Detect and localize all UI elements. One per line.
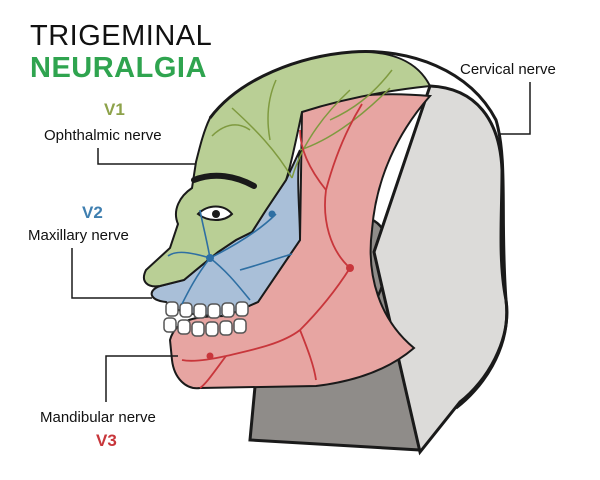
ophthalmic-nerve-label: Ophthalmic nerve bbox=[44, 127, 162, 144]
mandibular-nerve-label: Mandibular nerve bbox=[40, 409, 156, 426]
title-line-1: TRIGEMINAL bbox=[30, 20, 213, 52]
v3-tag: V3 bbox=[96, 431, 117, 450]
v1-tag: V1 bbox=[104, 100, 125, 119]
cervical-nerve-label: Cervical nerve bbox=[460, 61, 556, 78]
maxillary-nerve-label: Maxillary nerve bbox=[28, 227, 129, 244]
eyebrow bbox=[191, 172, 257, 189]
eye-pupil bbox=[212, 210, 220, 218]
leader-lines bbox=[71, 82, 531, 402]
cervical-region bbox=[372, 84, 509, 456]
v2-nerve-node bbox=[206, 254, 214, 262]
title-line-2: NEURALGIA bbox=[30, 52, 207, 84]
v2-tag: V2 bbox=[82, 203, 103, 222]
v3-nerve-branches bbox=[181, 103, 363, 389]
v3-nerve-node-jaw bbox=[206, 352, 214, 360]
head-outline bbox=[208, 50, 509, 410]
v2-nerve-node-eye bbox=[268, 210, 276, 218]
v2-nerve-branches bbox=[167, 209, 293, 305]
teeth bbox=[163, 301, 249, 337]
v3-nerve-node bbox=[346, 264, 354, 272]
v1-nerve-branches bbox=[211, 69, 393, 179]
